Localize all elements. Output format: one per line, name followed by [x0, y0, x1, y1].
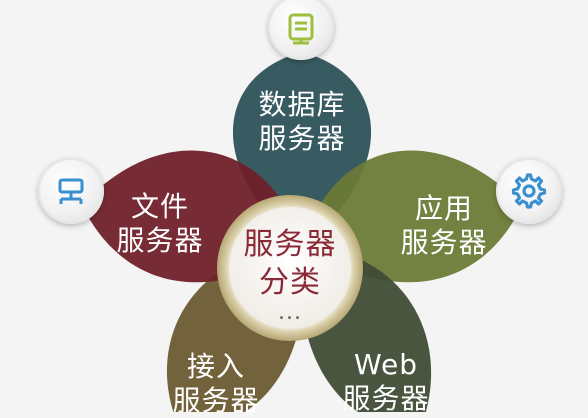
access-line2: 服务器 — [172, 384, 260, 417]
petal-label-database: 数据库 服务器 — [246, 88, 358, 156]
file-line2: 服务器 — [116, 224, 204, 257]
document-icon — [288, 13, 314, 45]
center-line2: 分类 — [259, 265, 321, 300]
center-line3: ... — [278, 300, 302, 325]
database-line1: 数据库 — [258, 88, 346, 121]
petal-label-web: Web 服务器 — [330, 348, 442, 416]
application-line1: 应用 — [414, 192, 473, 225]
center-line1: 服务器 — [243, 227, 337, 262]
gear-icon — [511, 173, 547, 209]
application-icon-bubble — [496, 158, 562, 224]
network-icon — [58, 178, 84, 204]
file-line1: 文件 — [130, 190, 189, 223]
web-line2: 服务器 — [342, 382, 430, 415]
file-icon-bubble — [38, 158, 104, 224]
database-icon-bubble — [268, 0, 334, 60]
access-line1: 接入 — [186, 350, 245, 383]
application-line2: 服务器 — [400, 226, 488, 259]
center-inner — [229, 207, 351, 329]
petal-label-application: 应用 服务器 — [388, 192, 500, 260]
database-line2: 服务器 — [258, 122, 346, 155]
petal-label-access: 接入 服务器 — [160, 350, 272, 418]
web-line1: Web — [353, 348, 419, 381]
center-label: 服务器 分类 ... — [230, 226, 350, 324]
petal-label-file: 文件 服务器 — [104, 190, 216, 258]
